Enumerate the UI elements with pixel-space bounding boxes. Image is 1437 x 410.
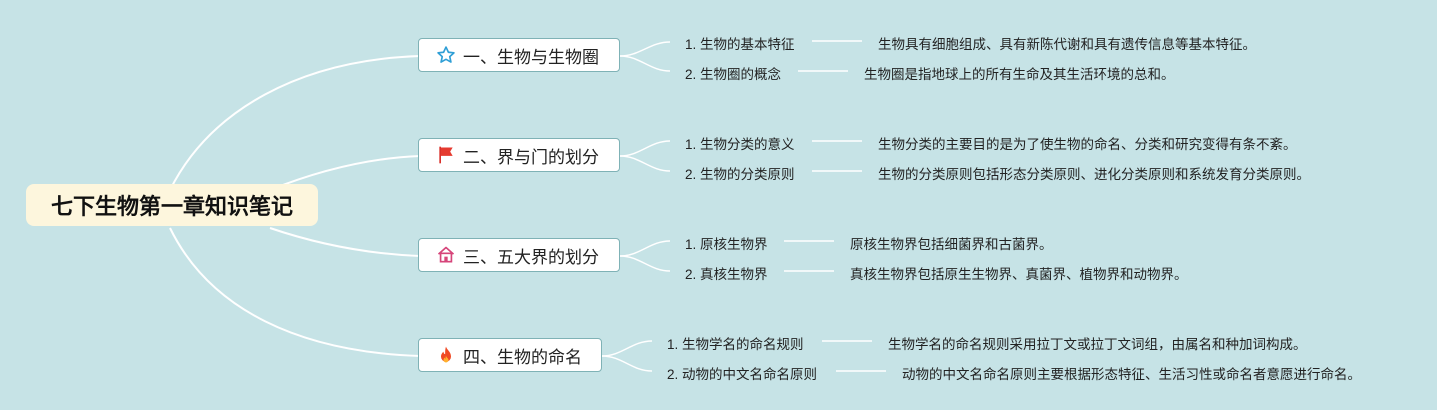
topic3-branch-b <box>619 255 671 272</box>
root-link-4 <box>169 227 421 357</box>
root-link-2 <box>269 155 421 191</box>
topic-3-detail-1: 原核生物界包括细菌界和古菌界。 <box>850 237 1053 252</box>
topic-1-detail-2: 生物圈是指地球上的所有生命及其生活环境的总和。 <box>864 67 1175 82</box>
topic-1[interactable]: 一、生物与生物圈 <box>418 38 620 72</box>
topic-3-detail-2: 真核生物界包括原生生物界、真菌界、植物界和动物界。 <box>850 267 1188 282</box>
red-flag-icon <box>435 144 457 166</box>
root-link-3 <box>269 227 421 257</box>
topic2-branch-b <box>619 155 671 172</box>
topic-3[interactable]: 三、五大界的划分 <box>418 238 620 272</box>
topic-1-sub-2: 2. 生物圈的概念 <box>685 67 782 82</box>
topic-2-detail-1: 生物分类的主要目的是为了使生物的命名、分类和研究变得有条不紊。 <box>878 137 1297 152</box>
star-icon <box>435 44 457 66</box>
topic1-branch-a <box>619 41 671 57</box>
house-icon <box>435 244 457 266</box>
topic-4-sub-1: 1. 生物学名的命名规则 <box>667 337 804 352</box>
fire-icon <box>435 344 457 366</box>
topic-2[interactable]: 二、界与门的划分 <box>418 138 620 172</box>
topic-3-sub-2: 2. 真核生物界 <box>685 267 768 282</box>
topic4-branch-b <box>601 355 653 372</box>
topic-3-title: 三、五大界的划分 <box>463 247 599 267</box>
topic-2-title: 二、界与门的划分 <box>463 147 599 167</box>
topic-4-title: 四、生物的命名 <box>463 347 582 367</box>
root-title: 七下生物第一章知识笔记 <box>50 194 293 219</box>
topic-4-sub-2: 2. 动物的中文名命名原则 <box>667 367 818 382</box>
topic1-branch-b <box>619 55 671 72</box>
topic-3-sub-1: 1. 原核生物界 <box>685 237 768 252</box>
topic3-branch-a <box>619 240 671 257</box>
topic-1-detail-1: 生物具有细胞组成、具有新陈代谢和具有遗传信息等基本特征。 <box>878 37 1256 52</box>
topic-4-detail-1: 生物学名的命名规则采用拉丁文或拉丁文词组，由属名和种加词构成。 <box>888 337 1307 352</box>
topic-1-title: 一、生物与生物圈 <box>463 47 599 67</box>
topic-4-detail-2: 动物的中文名命名原则主要根据形态特征、生活习性或命名者意愿进行命名。 <box>902 367 1361 382</box>
root-topic[interactable]: 七下生物第一章知识笔记 <box>26 184 318 226</box>
topic-4[interactable]: 四、生物的命名 <box>418 338 602 372</box>
topic4-branch-a <box>601 340 653 357</box>
topic2-branch-a <box>619 140 671 157</box>
topic-1-sub-1: 1. 生物的基本特征 <box>685 37 795 52</box>
topic-2-sub-2: 2. 生物的分类原则 <box>685 167 795 182</box>
root-link-1 <box>169 55 421 191</box>
topic-2-detail-2: 生物的分类原则包括形态分类原则、进化分类原则和系统发育分类原则。 <box>878 167 1310 182</box>
topic-2-sub-1: 1. 生物分类的意义 <box>685 137 795 152</box>
